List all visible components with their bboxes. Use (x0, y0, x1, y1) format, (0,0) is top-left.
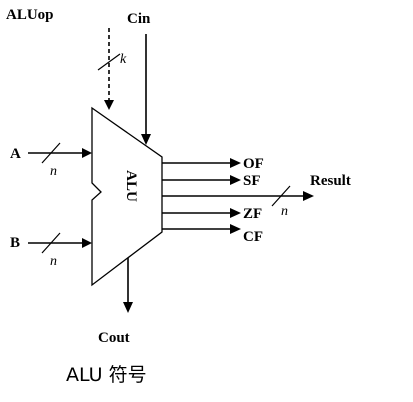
b-bus-slash (41, 232, 61, 254)
figure-caption: ALU 符号 (66, 364, 147, 386)
aluop-arrowhead (104, 100, 114, 110)
b-width-label: n (50, 254, 57, 269)
result-label: Result (310, 173, 351, 189)
of-label: OF (243, 156, 264, 172)
a-bus-slash (41, 142, 61, 164)
zf-arrowhead (230, 208, 241, 218)
cf-label: CF (243, 229, 263, 245)
cout-arrowhead (123, 302, 133, 313)
aluop-bus-slash (97, 53, 121, 71)
result-arrowhead (303, 191, 314, 201)
a-arrowhead (82, 148, 92, 158)
cout-label: Cout (98, 330, 130, 346)
sf-label: SF (243, 173, 261, 189)
zf-label: ZF (243, 206, 262, 222)
b-label: B (10, 235, 20, 251)
alu-label: ALU (123, 170, 139, 202)
result-width-label: n (281, 204, 288, 219)
aluop-width-label: k (120, 52, 127, 67)
cin-label: Cin (127, 11, 151, 27)
cf-arrowhead (230, 224, 241, 234)
aluop-label: ALUop (6, 7, 54, 23)
a-label: A (10, 146, 21, 162)
b-arrowhead (82, 238, 92, 248)
of-arrowhead (230, 158, 241, 168)
a-width-label: n (50, 164, 57, 179)
result-bus-slash (271, 185, 291, 207)
sf-arrowhead (230, 175, 241, 185)
cin-arrowhead (141, 134, 151, 145)
alu-body (91, 106, 163, 287)
